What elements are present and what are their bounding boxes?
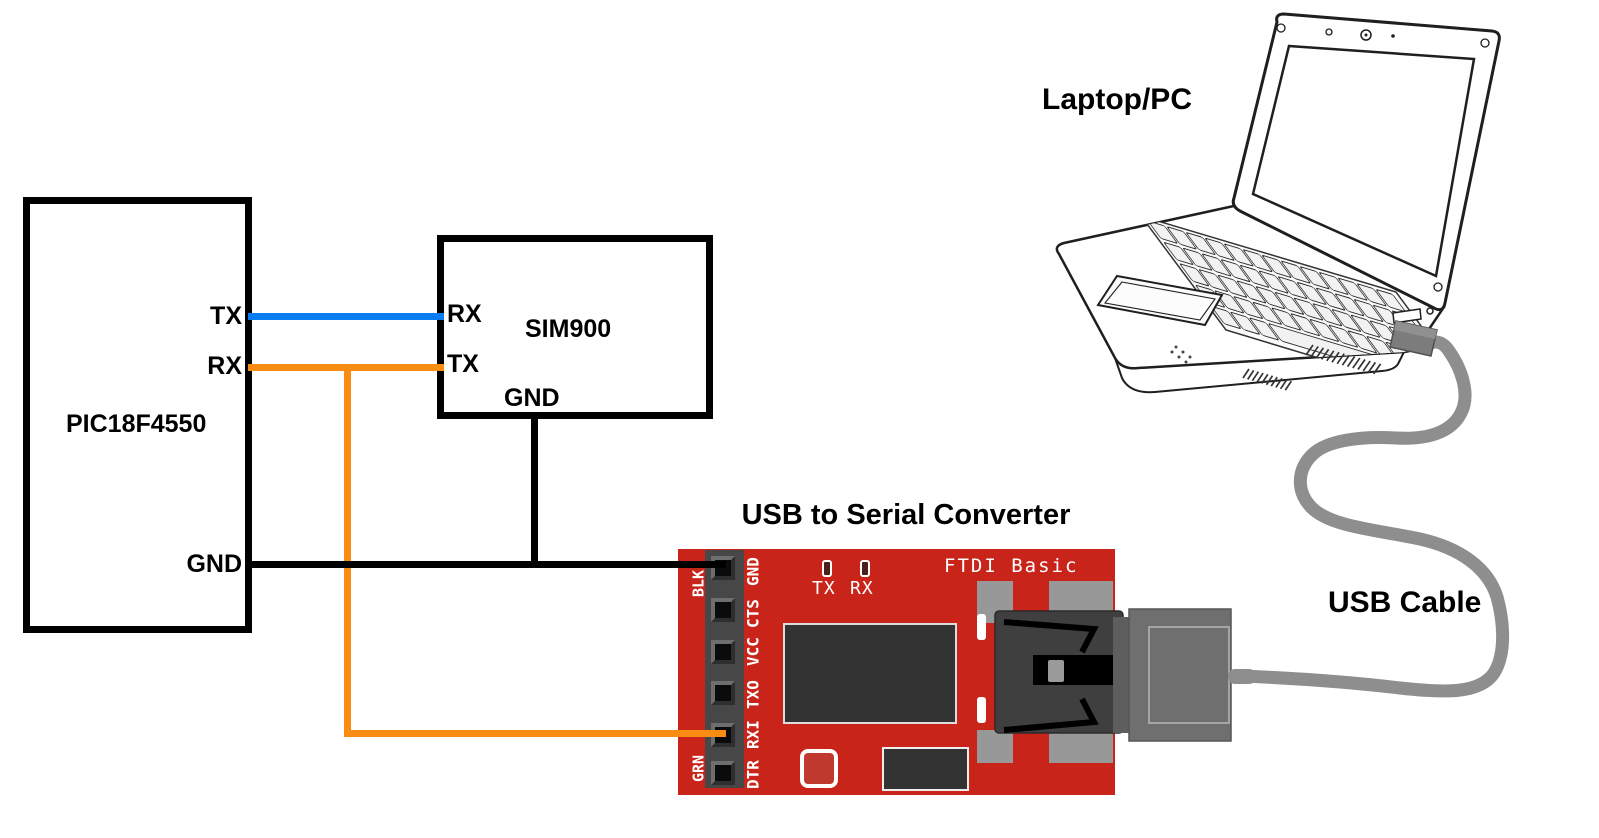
sim900-rx-label: RX (447, 300, 482, 328)
wire-rxi-branch-horizontal (344, 730, 726, 737)
pin-dtr (711, 761, 735, 785)
converter-title: USB to Serial Converter (741, 499, 1071, 531)
sim900-box (437, 235, 713, 419)
rx-led (860, 560, 870, 577)
speaker-dots (1170, 345, 1192, 364)
sim900-name-label: SIM900 (525, 315, 612, 343)
wire-rxi-branch-vertical (344, 364, 351, 737)
wire-sim-gnd-vertical (531, 412, 538, 568)
ftdi-basic-silkscreen: FTDI Basic (944, 555, 1079, 577)
pic-tx-label: TX (210, 302, 242, 330)
laptop-usb-plug (1389, 320, 1438, 357)
laptop-base (1055, 202, 1446, 394)
pic-name-label: PIC18F4550 (66, 410, 207, 438)
pic-gnd-label: GND (186, 550, 242, 578)
webcam-icon (1360, 29, 1372, 41)
touchpad (1096, 274, 1224, 327)
crystal-component (800, 749, 838, 788)
laptop-pc-label: Laptop/PC (1042, 83, 1192, 116)
pin-txo (711, 681, 735, 705)
tx-led-label: TX (812, 578, 836, 599)
pic-rx-label: RX (207, 352, 242, 380)
usb-connector-plug (1113, 608, 1256, 742)
pin-header (705, 550, 744, 788)
sim900-tx-label: TX (447, 350, 479, 378)
laptop-screen (1251, 44, 1476, 278)
laptop-lid (1231, 12, 1501, 312)
pin-vcc (711, 640, 735, 664)
pin-gnd (711, 556, 735, 580)
pin-cts (711, 598, 735, 622)
vent-slats (1242, 344, 1382, 391)
mini-usb-socket (977, 610, 1124, 734)
solder-pad (1091, 731, 1113, 763)
usb-cable-label: USB Cable (1328, 586, 1482, 619)
rx-led-label: RX (850, 578, 874, 599)
usb-cable (1235, 335, 1510, 698)
solder-pad (977, 730, 1013, 763)
tx-led (822, 560, 832, 577)
smd-component (882, 747, 969, 791)
pic18f4550-box (23, 197, 252, 633)
solder-pad (1049, 731, 1093, 763)
wire-gnd-horizontal (246, 561, 726, 568)
wire-pic-tx-to-sim-rx (248, 313, 444, 320)
side-port (1392, 308, 1422, 324)
ftdi-chip (783, 623, 957, 724)
audio-jack (1426, 307, 1434, 315)
sim900-gnd-label: GND (504, 384, 560, 412)
laptop-illustration (1055, 12, 1501, 394)
